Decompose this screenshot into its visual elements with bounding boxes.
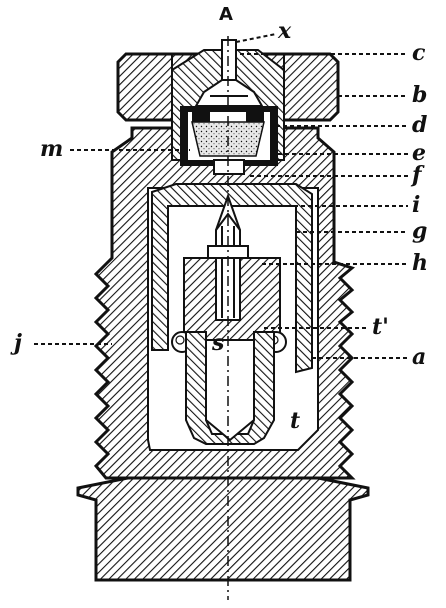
labels: A x c b d m e f i g h t' j s a t (10, 4, 428, 434)
label-a: a (412, 344, 426, 370)
label-s: s (211, 330, 224, 356)
label-d: d (412, 112, 427, 138)
label-h: h (412, 250, 428, 276)
label-t: t (290, 408, 300, 434)
label-m: m (40, 136, 63, 162)
label-i: i (412, 192, 420, 218)
label-g: g (412, 218, 427, 244)
label-x: x (277, 18, 292, 44)
label-f: f (410, 162, 425, 188)
packing-cup (180, 106, 278, 175)
label-top: A (219, 4, 233, 25)
label-j: j (10, 330, 22, 356)
label-c: c (412, 40, 426, 66)
striker-tube (185, 331, 275, 445)
leader-lines (34, 33, 408, 359)
label-e: e (412, 140, 426, 166)
base-flange (76, 468, 370, 582)
label-t-prime: t' (372, 314, 389, 340)
label-b: b (412, 82, 427, 108)
